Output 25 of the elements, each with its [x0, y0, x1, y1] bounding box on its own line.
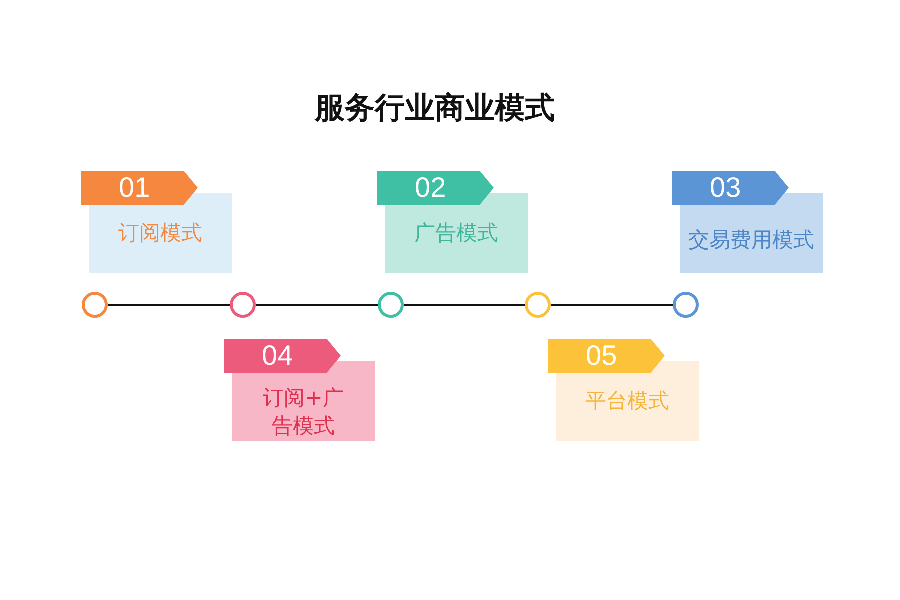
step-number: 03 — [710, 173, 742, 203]
diagram-title: 服务行业商业模式 — [314, 90, 556, 128]
step-number: 05 — [586, 341, 618, 371]
timeline-line — [256, 304, 378, 306]
step-number: 02 — [415, 173, 446, 203]
timeline-card — [224, 339, 375, 441]
timeline-line — [404, 304, 525, 306]
timeline-card — [81, 171, 232, 273]
timeline-line — [551, 304, 673, 306]
card-label: 交易费用模式 — [688, 227, 814, 254]
timeline-dot — [525, 292, 551, 318]
timeline-card — [672, 171, 823, 273]
card-label: 平台模式 — [584, 388, 670, 415]
timeline-card — [377, 171, 528, 273]
timeline-card — [548, 339, 699, 441]
step-number: 01 — [119, 173, 150, 203]
step-number: 04 — [262, 341, 294, 371]
card-label: 订阅+广告模式 — [262, 385, 345, 440]
timeline-dot — [82, 292, 108, 318]
timeline-line — [108, 304, 230, 306]
timeline-dot — [230, 292, 256, 318]
card-label: 订阅模式 — [118, 220, 204, 247]
timeline-dot — [378, 292, 404, 318]
timeline-dot — [673, 292, 699, 318]
card-label: 广告模式 — [414, 220, 500, 247]
